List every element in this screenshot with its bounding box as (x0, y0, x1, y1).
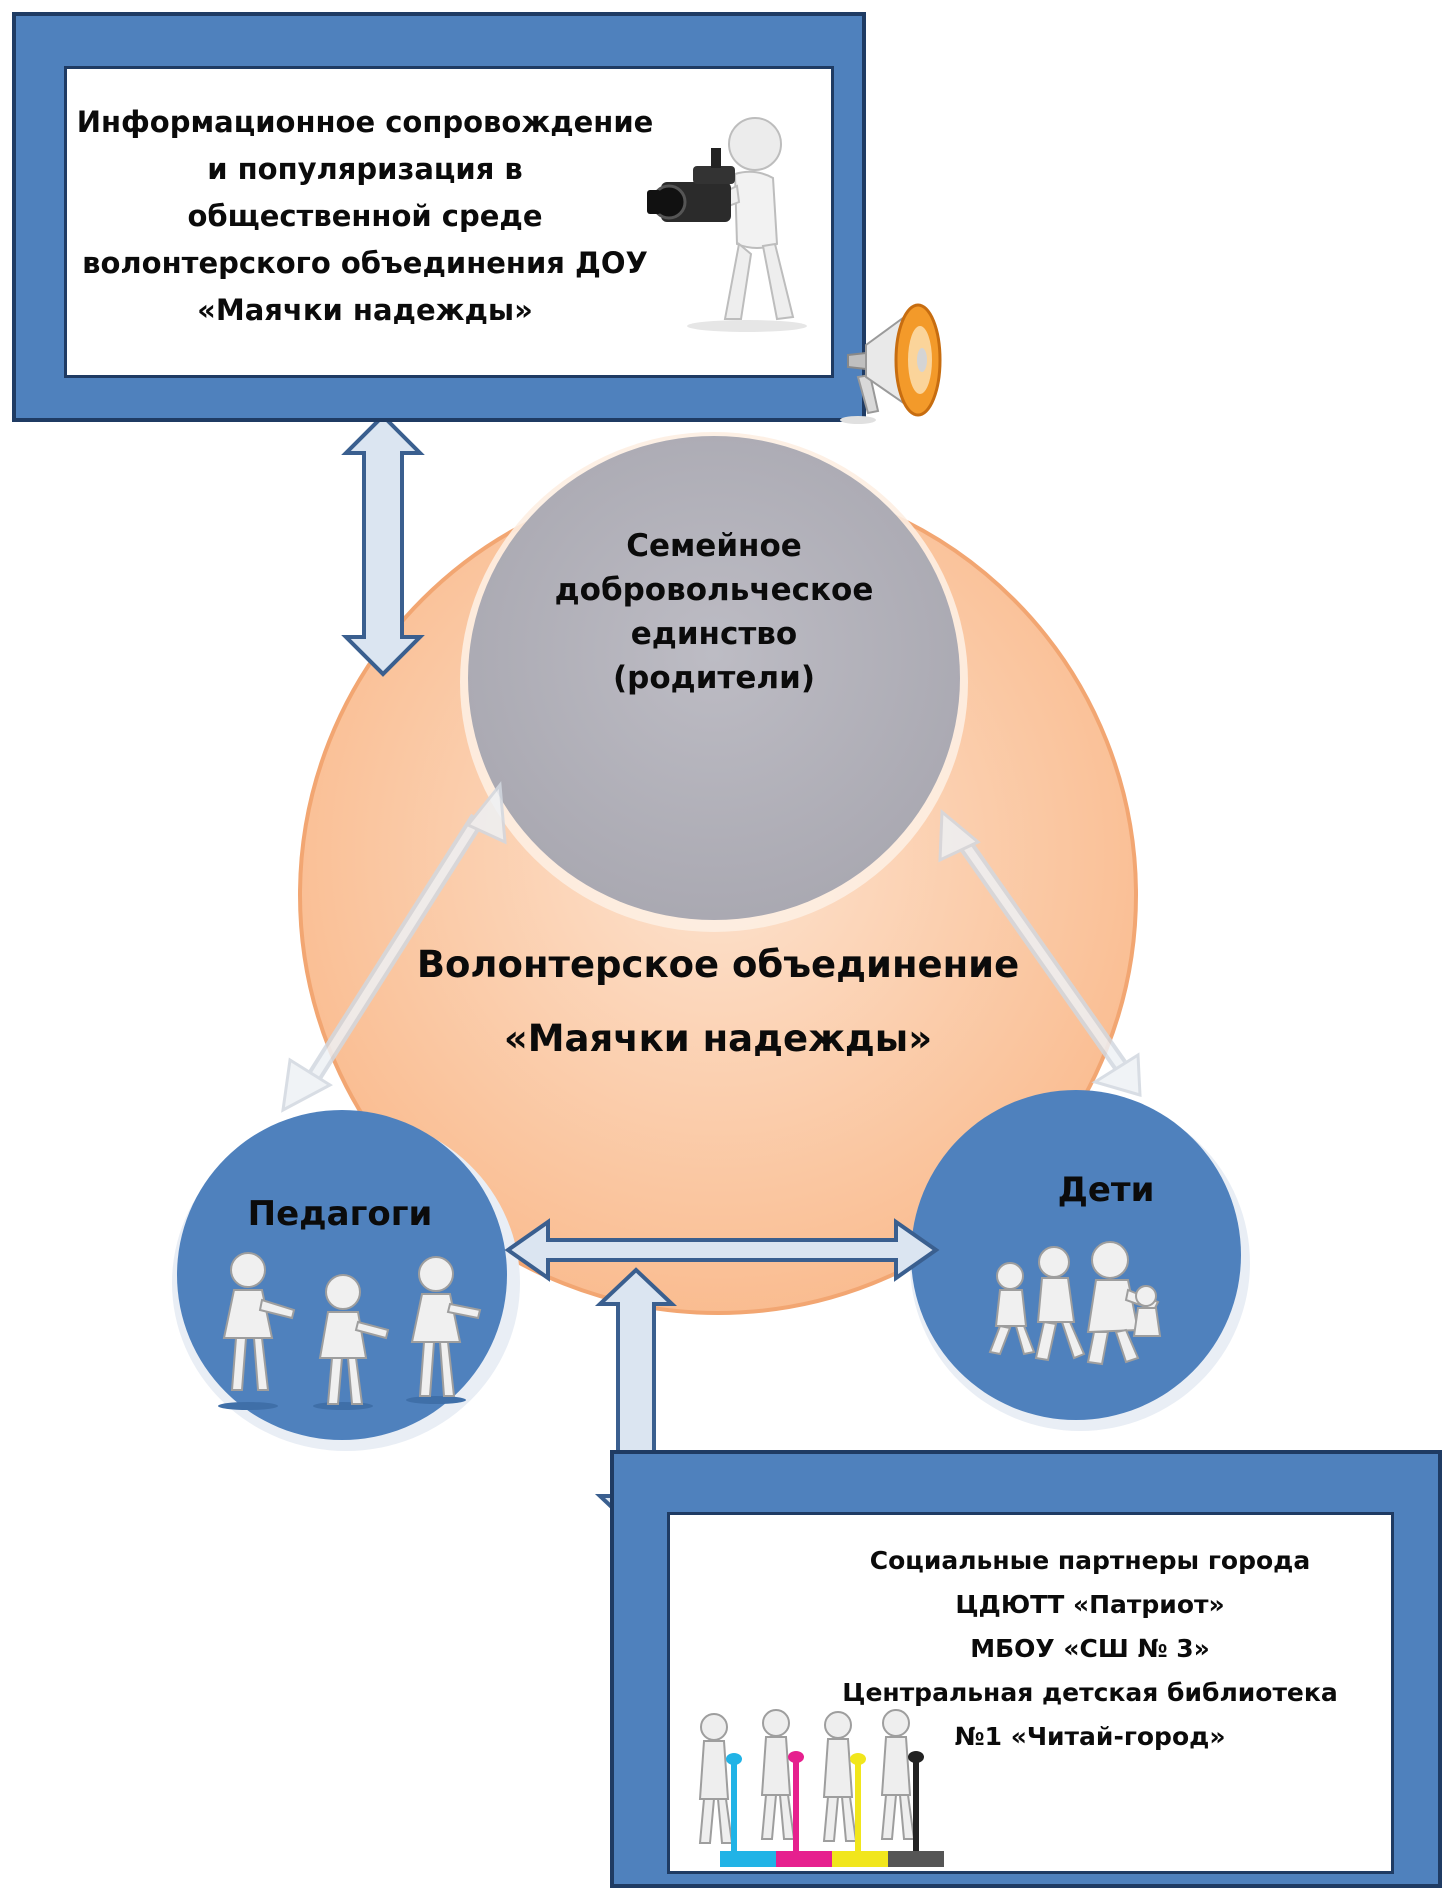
top-box-line: «Маячки надежды» (197, 293, 533, 327)
main-circle-title: Волонтерское объединение «Маячки надежды… (398, 928, 1038, 1076)
teachers-figures-icon (218, 1252, 482, 1410)
bottom-box-line: Центральная детская библиотека (842, 1678, 1338, 1707)
top-box-line: общественной среде (187, 199, 543, 233)
parents-line: (родители) (613, 660, 815, 696)
children-figures-icon (988, 1241, 1162, 1366)
bottom-box-line: №1 «Читай-город» (954, 1722, 1226, 1751)
parents-line: Семейное (626, 528, 802, 564)
bottom-box-panel: Социальные партнеры города ЦДЮТТ «Патрио… (667, 1512, 1394, 1874)
bottom-box-line: МБОУ «СШ № 3» (970, 1634, 1210, 1663)
parents-circle-text: Семейное добровольческое единство (родит… (514, 524, 914, 700)
teachers-label: Педагоги (247, 1194, 433, 1234)
top-box: Информационное сопровождение и популяриз… (12, 12, 866, 422)
arrow-top-box-parents (341, 413, 425, 677)
videographer-figure-icon (647, 117, 807, 332)
parents-line: добровольческое (554, 572, 874, 608)
top-box-line: и популяризация в (207, 152, 523, 186)
main-circle-line: «Маячки надежды» (503, 1017, 933, 1060)
arrow-children-parents (938, 808, 1142, 1098)
arrow-teachers-parents (281, 781, 507, 1113)
bottom-box-line: Социальные партнеры города (869, 1546, 1311, 1575)
children-label: Дети (1057, 1170, 1155, 1210)
top-box-text: Информационное сопровождение и популяриз… (75, 99, 655, 334)
top-box-panel: Информационное сопровождение и популяриз… (64, 66, 834, 378)
bottom-box: Социальные партнеры города ЦДЮТТ «Патрио… (610, 1450, 1442, 1888)
main-circle-line: Волонтерское объединение (416, 943, 1020, 986)
bottom-box-text: Социальные партнеры города ЦДЮТТ «Патрио… (790, 1539, 1390, 1759)
megaphone-icon (840, 303, 942, 424)
painting-figures-puzzle-icon (698, 1709, 944, 1867)
top-box-line: волонтерского объединения ДОУ (82, 246, 648, 280)
parents-line: единство (630, 616, 798, 652)
top-box-line: Информационное сопровождение (76, 105, 654, 139)
arrow-teachers-children (504, 1218, 940, 1282)
parents-circle (460, 432, 968, 932)
bottom-box-line: ЦДЮТТ «Патриот» (955, 1590, 1225, 1619)
